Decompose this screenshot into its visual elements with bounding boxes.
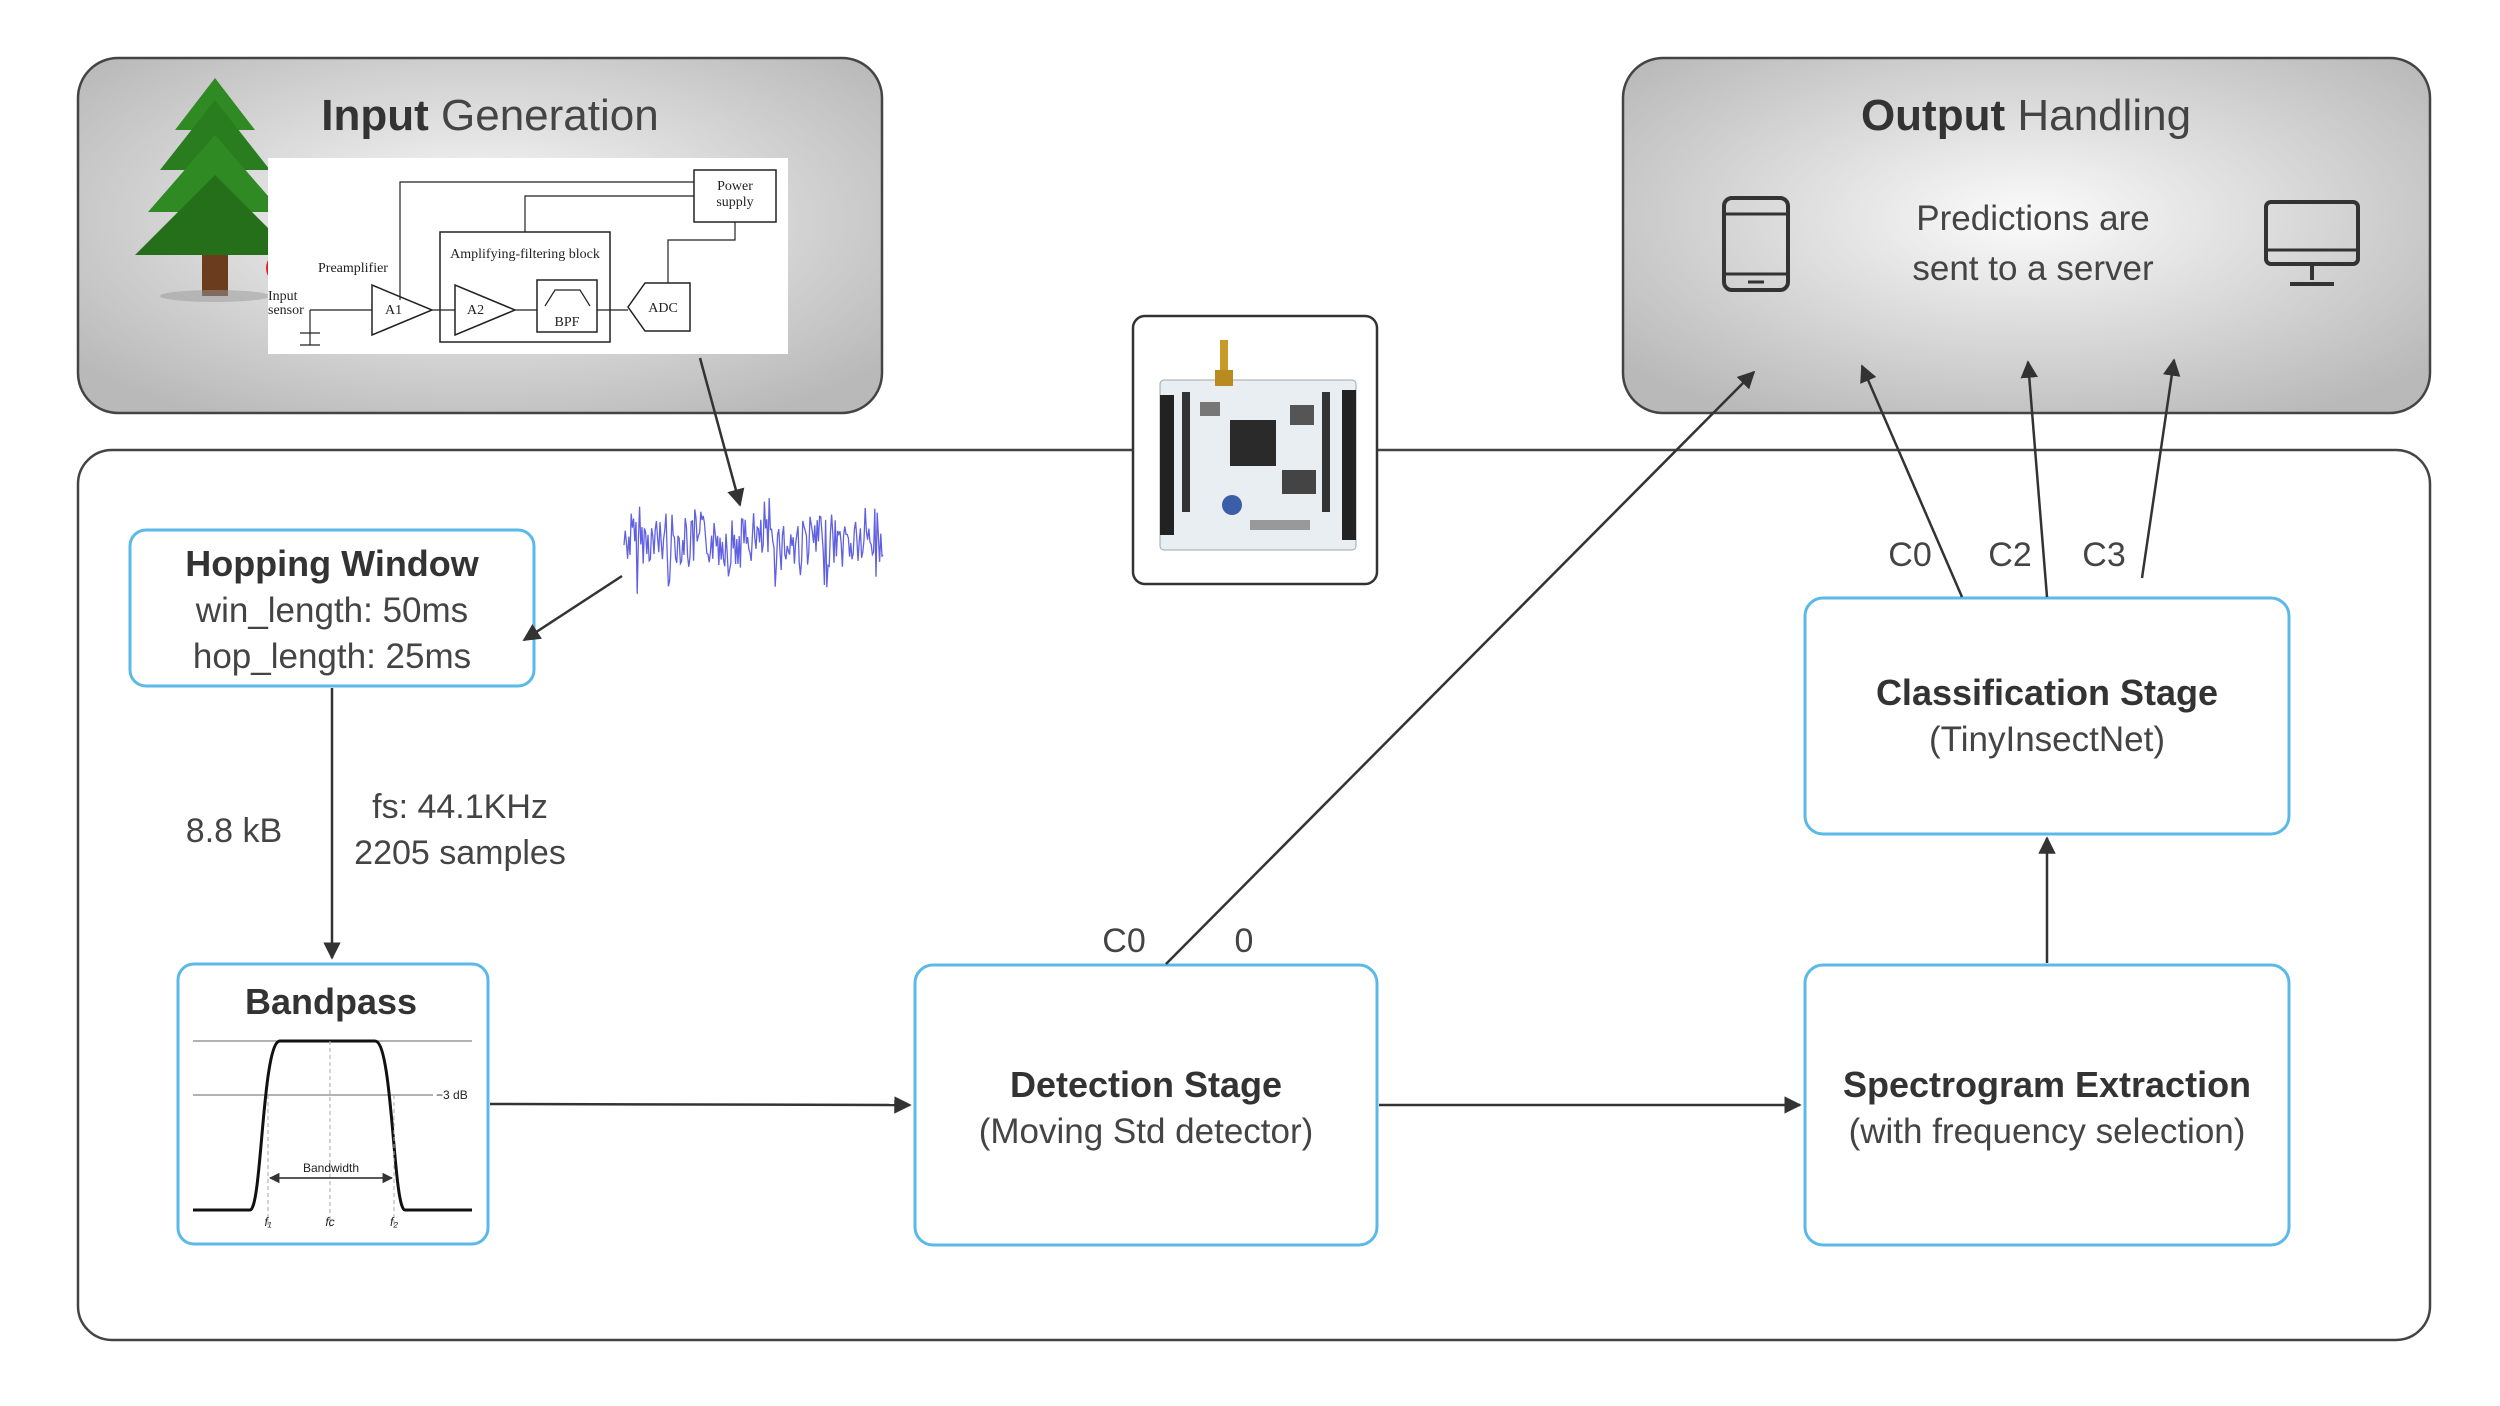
- spectrogram-subtitle: (with frequency selection): [1849, 1112, 2246, 1151]
- detection-output-0-label: 0: [1235, 922, 1254, 960]
- svg-text:f₁: f₁: [264, 1215, 271, 1229]
- svg-text:ADC: ADC: [648, 301, 678, 316]
- hop-length-text: hop_length: 25ms: [193, 637, 471, 676]
- classification-output-c0-label: C0: [1888, 536, 1931, 574]
- svg-text:Power: Power: [717, 179, 753, 194]
- tree-icon: [135, 78, 295, 302]
- audio-waveform: [623, 497, 884, 594]
- detection-stage-box: Detection Stage (Moving Std detector): [913, 963, 1379, 1247]
- svg-text:A1: A1: [385, 303, 402, 318]
- classification-output-c2-label: C2: [1988, 536, 2031, 574]
- classification-stage-box: Classification Stage (TinyInsectNet): [1803, 596, 2291, 836]
- spectrogram-extraction-box: Spectrogram Extraction (with frequency s…: [1803, 963, 2291, 1247]
- svg-text:Amplifying-filtering block: Amplifying-filtering block: [450, 247, 600, 262]
- flow-arrows: [323, 357, 2181, 1114]
- bandpass-response-plot: −3 dB Bandwidth f₁ fc f₂: [193, 1039, 472, 1229]
- hopping-window-title: Hopping Window: [185, 543, 480, 584]
- svg-text:supply: supply: [716, 195, 753, 210]
- monitor-icon: [2264, 200, 2360, 286]
- output-handling-panel: Output Handling Predictions are sent to …: [1621, 56, 2432, 415]
- svg-text:sensor: sensor: [268, 303, 304, 318]
- output-panel-text-line2: sent to a server: [1912, 249, 2154, 288]
- svg-text:−3 dB: −3 dB: [436, 1088, 468, 1102]
- bandpass-box: Bandpass −3 dB Bandwidth f₁ fc f₂: [176, 962, 490, 1246]
- input-generation-panel: Input Generation Power supply Amplifying…: [76, 56, 884, 415]
- win-length-text: win_length: 50ms: [195, 591, 468, 630]
- svg-text:Preamplifier: Preamplifier: [318, 261, 388, 276]
- microcontroller-board-image: [1131, 314, 1379, 586]
- detection-output-c0-label: C0: [1102, 922, 1145, 960]
- data-size-label: 8.8 kB: [186, 812, 282, 850]
- circuit-schematic: Power supply Amplifying-filtering block …: [268, 158, 788, 354]
- svg-text:f₂: f₂: [390, 1215, 398, 1229]
- output-panel-text-line1: Predictions are: [1916, 199, 2149, 238]
- input-panel-title: Input Generation: [321, 91, 658, 140]
- svg-text:fc: fc: [325, 1215, 334, 1229]
- samples-label: 2205 samples: [354, 834, 566, 872]
- output-panel-title: Output Handling: [1861, 91, 2191, 140]
- svg-text:BPF: BPF: [555, 315, 580, 330]
- svg-text:Bandwidth: Bandwidth: [303, 1161, 359, 1175]
- classification-output-c3-label: C3: [2082, 536, 2125, 574]
- classification-stage-subtitle: (TinyInsectNet): [1929, 720, 2165, 759]
- tablet-icon: [1722, 196, 1790, 292]
- svg-text:A2: A2: [467, 303, 484, 318]
- bandpass-title: Bandpass: [245, 981, 417, 1022]
- detection-stage-title: Detection Stage: [1010, 1064, 1282, 1105]
- classification-stage-title: Classification Stage: [1876, 672, 2218, 713]
- spectrogram-title: Spectrogram Extraction: [1843, 1064, 2251, 1105]
- sampling-rate-label: fs: 44.1KHz: [372, 788, 548, 826]
- svg-text:Input: Input: [268, 289, 298, 304]
- detection-stage-subtitle: (Moving Std detector): [979, 1112, 1314, 1151]
- hopping-window-box: Hopping Window win_length: 50ms hop_leng…: [128, 528, 536, 688]
